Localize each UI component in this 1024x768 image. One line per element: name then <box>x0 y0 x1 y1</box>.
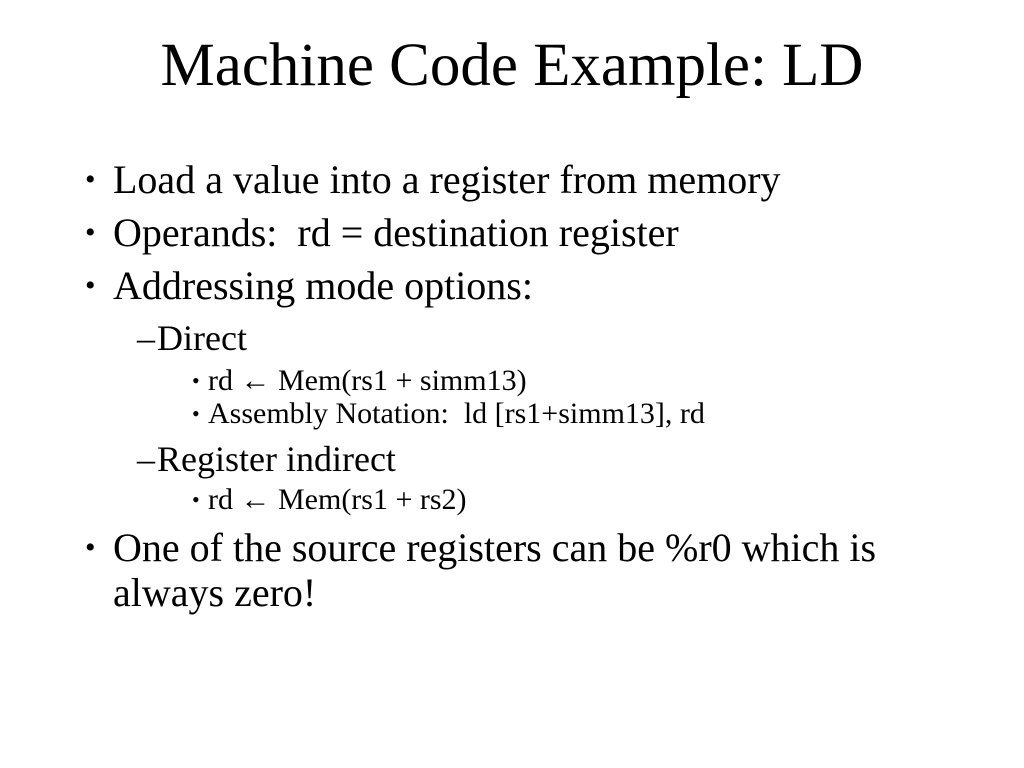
sub-sub-bullet-assembly-notation: • Assembly Notation: ld [rs1+simm13], rd <box>85 397 965 430</box>
bullet-text: Register indirect <box>157 439 396 479</box>
dash-marker: – <box>137 439 155 479</box>
bullet-text: Assembly Notation: ld [rs1+simm13], rd <box>208 397 705 430</box>
bullet-marker: • <box>192 368 200 393</box>
bullet-item-source-register-zero: • One of the source registers can be %r0… <box>85 525 965 615</box>
bullet-marker: • <box>192 401 200 426</box>
dash-marker: – <box>137 318 155 358</box>
bullet-marker: • <box>85 163 96 196</box>
bullet-marker: • <box>192 487 200 512</box>
bullet-marker: • <box>85 531 96 564</box>
slide-title: Machine Code Example: LD <box>160 32 864 99</box>
bullet-marker: • <box>85 269 96 302</box>
bullet-marker: • <box>85 216 96 249</box>
bullet-text: Operands: rd = destination register <box>113 210 679 255</box>
sub-sub-bullet-direct-semantics: • rd ← Mem(rs1 + simm13) <box>85 364 965 397</box>
sub-sub-bullet-indirect-semantics: • rd ← Mem(rs1 + rs2) <box>85 483 965 516</box>
bullet-text: Load a value into a register from memory <box>113 157 781 202</box>
bullet-text: rd ← Mem(rs1 + simm13) <box>208 364 527 397</box>
bullet-text: rd ← Mem(rs1 + rs2) <box>208 483 467 516</box>
bullet-item-operands: • Operands: rd = destination register <box>85 210 965 255</box>
bullet-text: One of the source registers can be %r0 w… <box>113 525 887 615</box>
bullet-item-load-value: • Load a value into a register from memo… <box>85 157 965 202</box>
slide-body: • Load a value into a register from memo… <box>85 157 965 615</box>
bullet-item-addressing-modes: • Addressing mode options: <box>85 263 965 308</box>
bullet-text: Addressing mode options: <box>113 263 533 308</box>
bullet-text: Direct <box>157 318 247 358</box>
sub-bullet-direct: – Direct <box>85 318 965 358</box>
sub-bullet-register-indirect: – Register indirect <box>85 439 965 479</box>
